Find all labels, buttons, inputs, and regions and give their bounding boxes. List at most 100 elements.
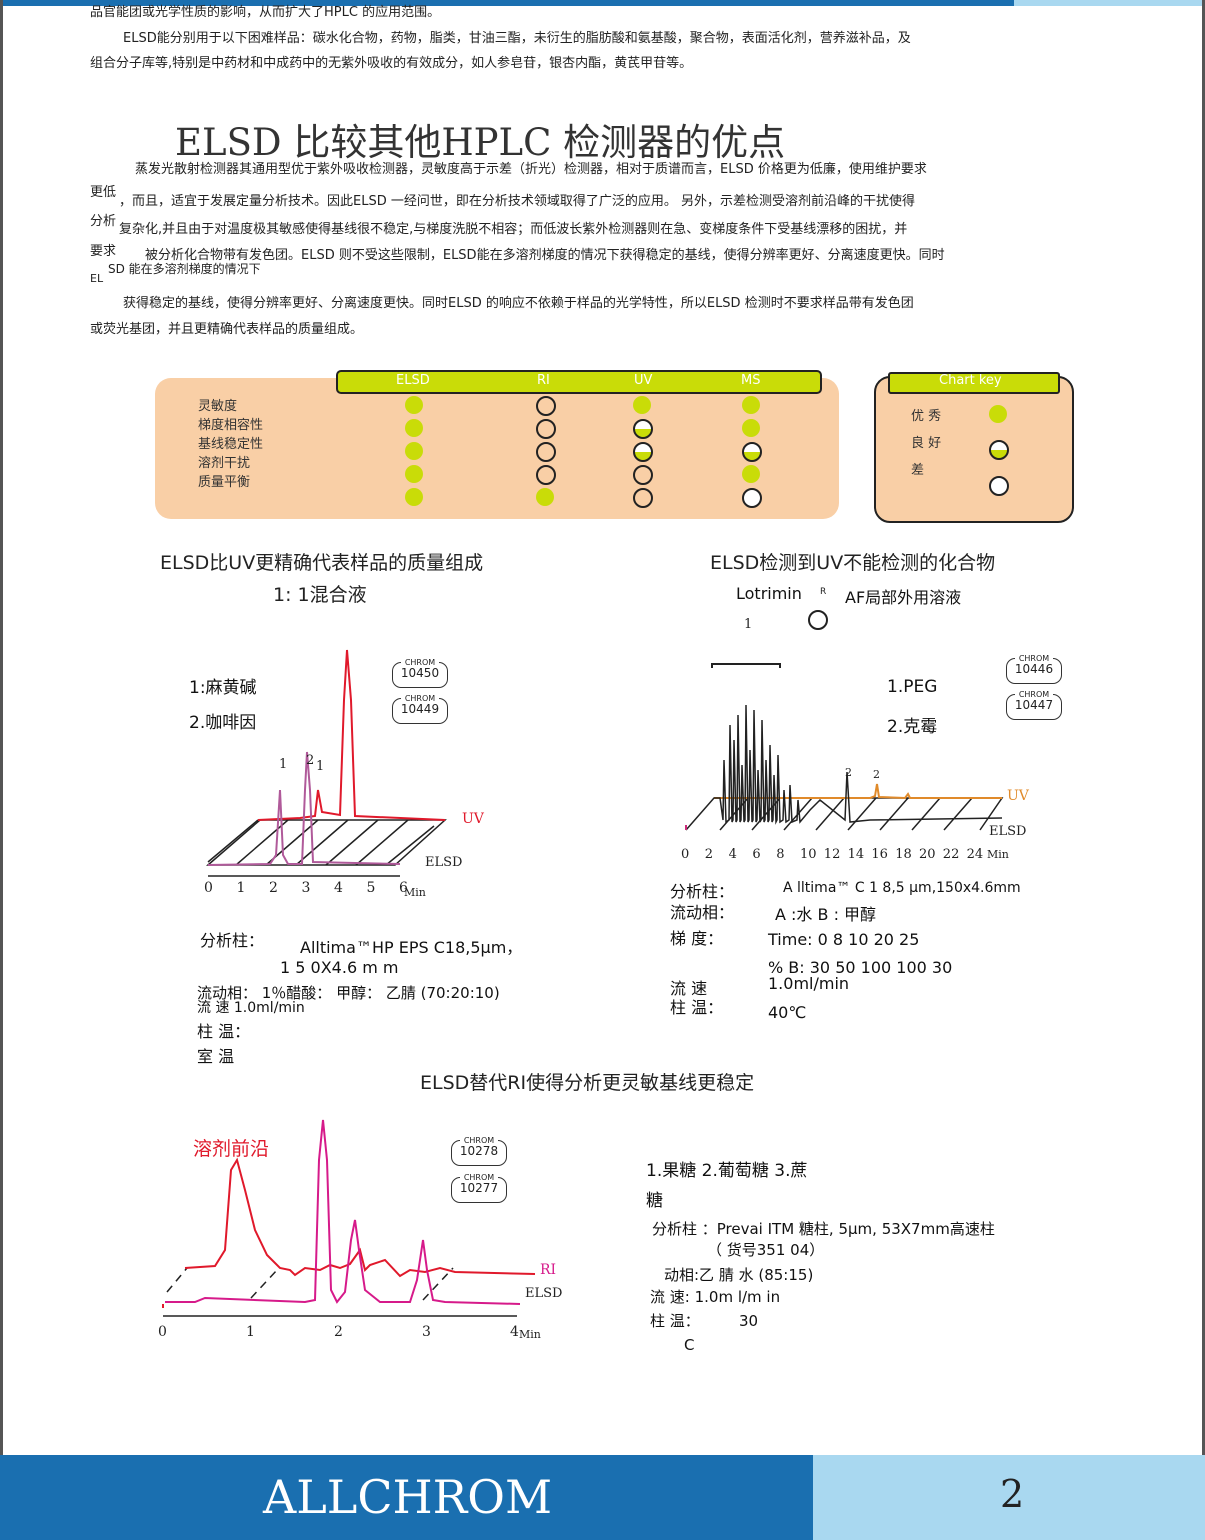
chart1-tick-label: 6 <box>399 880 408 896</box>
chart2-tick-label: 12 <box>823 847 841 862</box>
intro-line-1: 品官能团或光学性质的影响，从而扩大了HPLC 的应用范围。 <box>90 5 441 20</box>
footer-light-bar <box>813 1455 1205 1540</box>
rating-dot <box>633 396 651 414</box>
chart2-tick-label: 18 <box>895 847 912 862</box>
adv-line-3a: 分析 <box>90 214 117 229</box>
key-dot-poor <box>989 476 1009 496</box>
rating-dot <box>536 465 556 485</box>
adv-line-5: 获得稳定的基线，使得分辨率更好、分离速度更快。同时ELSD 的响应不依赖于样品的… <box>123 296 914 311</box>
row-sensitivity: 灵敏度 <box>198 399 238 414</box>
chart2-elsd-label: ELSD <box>989 824 1027 839</box>
chart2-uv-trace <box>714 783 1002 800</box>
chart1-plot <box>205 649 447 877</box>
rating-dot <box>536 419 556 439</box>
chart-key-title: Chart key <box>939 373 1002 388</box>
intro-line-2: ELSD能分别用于以下困难样品：碳水化合物，药物，脂类，甘油三酯，未衍生的脂肪酸… <box>123 31 911 46</box>
chart3-tick-label: 0 <box>158 1324 167 1340</box>
chart1-legend-1: 1:麻黄碱 <box>189 678 257 698</box>
key-poor: 差 <box>911 463 925 478</box>
chart3-title: ELSD替代RI使得分析更灵敏基线更稳定 <box>420 1072 755 1094</box>
chart-key-bar <box>888 372 1060 394</box>
header-elsd: ELSD <box>396 373 430 388</box>
rating-dot <box>633 419 653 439</box>
right-border <box>1202 0 1205 1460</box>
adv-line-1: 蒸发光散射检测器其通用型优于紫外吸收检测器，灵敏度高于示差（折光）检测器，相对于… <box>135 162 927 177</box>
row-solvent: 溶剂干扰 <box>198 456 251 471</box>
chart2-peak2b: 2 <box>873 768 880 781</box>
header-ms: MS <box>741 373 761 388</box>
chart3-tick-label: 2 <box>334 1324 343 1340</box>
chart2-tick-label: 24 <box>966 847 984 862</box>
chart2-plot <box>685 663 1004 831</box>
chart2-tick-label: 14 <box>847 847 865 862</box>
row-baseline: 基线稳定性 <box>198 437 264 452</box>
chart1-elsd-label: ELSD <box>425 855 463 870</box>
chart1-tick-label: 0 <box>204 880 213 896</box>
chart3-tick-label: 3 <box>422 1324 431 1340</box>
chart2-legend-1: 1.PEG <box>887 677 938 697</box>
adv-line-2a: 更低 <box>90 185 117 200</box>
chart1-column-label: 分析柱： <box>200 931 265 950</box>
key-good: 良 好 <box>911 436 942 451</box>
rating-dot <box>633 465 653 485</box>
rating-dot <box>405 465 423 483</box>
adv-line-4a: 要求 <box>90 244 117 259</box>
chart1-axis-unit: Min <box>404 886 426 899</box>
key-dot-excellent <box>989 405 1007 423</box>
comparison-header-bar <box>336 370 822 394</box>
chart3-temp-value: 30 <box>739 1312 759 1330</box>
chart1-title: ELSD比UV更精确代表样品的质量组成 <box>160 552 484 574</box>
footer-brand: ALLCHROM <box>263 1470 553 1524</box>
chart2-subtitle: Lotrimin <box>736 584 802 603</box>
chart1-temp-value: 室 温 <box>197 1047 235 1066</box>
chart3-plot <box>162 1119 536 1317</box>
chart2-tick-label: 16 <box>871 847 888 862</box>
header-uv: UV <box>634 373 653 388</box>
comparison-panel <box>155 378 839 519</box>
rating-dot <box>536 488 554 506</box>
rating-dot <box>405 419 423 437</box>
chart2-gradient-label: 梯 度： <box>670 929 724 948</box>
adv-line-3b: 复杂化,并且由于对温度极其敏感使得基线很不稳定,与梯度洗脱不相容；而低波长紫外检… <box>119 222 908 237</box>
chart3-mobile-phase: 动相:乙 腈 水 (85:15) <box>664 1266 814 1284</box>
chart2-marker-circle <box>808 610 828 630</box>
adv-line-6: 或荧光基团，并且更精确代表样品的质量组成。 <box>90 322 364 337</box>
chart1-tick-label: 5 <box>366 880 376 896</box>
chart3-temp-label: 柱 温： <box>650 1312 700 1330</box>
rating-dot <box>405 488 423 506</box>
chart-key-panel <box>874 376 1074 523</box>
chart3-temp-unit: C <box>684 1336 695 1354</box>
rating-dot <box>633 442 653 462</box>
chart3-elsd-label: ELSD <box>525 1286 563 1301</box>
adv-line-4d: EL <box>90 272 104 285</box>
rating-dot <box>633 488 653 508</box>
rating-dot <box>536 442 556 462</box>
chart3-flow: 流 速: 1.0m l/m in <box>650 1288 781 1306</box>
chart2-column-value: A lltima™ C 1 8,5 μm,150x4.6mm <box>783 880 1021 896</box>
chart2-uv-label: UV <box>1007 788 1029 804</box>
chart2-temp-value: 40℃ <box>768 1003 807 1022</box>
chart1-elsd-trace <box>207 751 401 866</box>
chart1-peak-2: 2 <box>306 753 315 768</box>
chart1-column-dim: 1 5 0X4.6 m m <box>280 958 399 977</box>
page-number: 2 <box>1000 1472 1025 1516</box>
footer-blue-bar <box>0 1455 813 1540</box>
chart1-peak-3: 1 <box>316 759 325 774</box>
key-excellent: 优 秀 <box>911 409 942 424</box>
chart2-flow-label: 流 速 <box>670 979 708 998</box>
adv-line-2b: ，而且，适宜于发展定量分析技术。因此ELSD 一经问世，即在分析技术领域取得了广… <box>119 194 915 209</box>
chart3-tick-label: 4 <box>510 1324 519 1340</box>
chart3-legend-b: 糖 <box>646 1191 663 1211</box>
chart2-gradient-time: Time: 0 8 10 20 25 <box>768 930 920 949</box>
chart1-legend-2: 2.咖啡因 <box>189 713 257 733</box>
chart2-subtitle-tail: AF局部外用溶液 <box>845 588 962 607</box>
chart1-temp-label: 柱 温： <box>197 1022 251 1041</box>
chart3-catalog: （ 货号351 04） <box>707 1241 825 1259</box>
chart2-tick-label: 20 <box>919 847 936 862</box>
